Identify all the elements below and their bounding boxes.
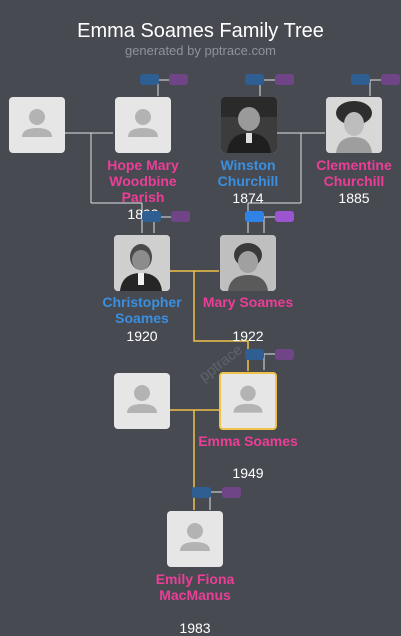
page-subtitle: generated by pptrace.com xyxy=(124,43,277,58)
person-year-winston: 1874 xyxy=(232,190,264,206)
person-card-mary[interactable] xyxy=(220,235,276,291)
expand-partner-toggle[interactable] xyxy=(275,211,294,222)
expand-parents-toggle[interactable] xyxy=(351,74,370,85)
person-silhouette-icon xyxy=(128,109,158,137)
page-title: Emma Soames Family Tree xyxy=(77,20,324,42)
person-name-mary: Mary Soames xyxy=(202,294,294,310)
person-name-christopher: Christopher Soames xyxy=(102,294,182,326)
person-year-emma: 1949 xyxy=(232,465,264,481)
expand-parents-toggle[interactable] xyxy=(245,211,264,222)
expand-partner-toggle[interactable] xyxy=(275,349,294,360)
expand-parents-toggle[interactable] xyxy=(140,74,159,85)
person-silhouette-icon xyxy=(22,109,52,137)
person-name-emily: Emily Fiona MacManus xyxy=(155,571,235,603)
person-card-christopher[interactable] xyxy=(114,235,170,291)
person-name-winston: Winston Churchill xyxy=(217,157,279,189)
person-silhouette-icon xyxy=(127,385,157,413)
person-year-mary: 1922 xyxy=(232,328,264,344)
person-name-clementine: Clementine Churchill xyxy=(316,157,392,189)
person-card-unknown-grandparent[interactable] xyxy=(9,97,65,153)
person-year-clementine: 1885 xyxy=(338,190,370,206)
person-silhouette-icon xyxy=(180,523,210,551)
person-name-emma: Emma Soames xyxy=(198,433,298,449)
person-year-christopher: 1920 xyxy=(126,328,158,344)
expand-partner-toggle[interactable] xyxy=(171,211,190,222)
portrait-photo-icon xyxy=(114,235,170,291)
expand-parents-toggle[interactable] xyxy=(192,487,211,498)
expand-partner-toggle[interactable] xyxy=(275,74,294,85)
expand-partner-toggle[interactable] xyxy=(222,487,241,498)
expand-parents-toggle[interactable] xyxy=(142,211,161,222)
person-year-emily: 1983 xyxy=(179,620,211,636)
person-card-hope[interactable] xyxy=(115,97,171,153)
person-name-hope: Hope Mary Woodbine Parish xyxy=(107,157,179,205)
person-card-unknown-partner[interactable] xyxy=(114,373,170,429)
person-card-emily[interactable] xyxy=(167,511,223,567)
person-card-winston[interactable] xyxy=(221,97,277,153)
portrait-photo-icon xyxy=(220,235,276,291)
person-silhouette-icon xyxy=(233,385,263,413)
expand-partner-toggle[interactable] xyxy=(381,74,400,85)
expand-parents-toggle[interactable] xyxy=(245,349,264,360)
person-card-clementine[interactable] xyxy=(326,97,382,153)
person-card-emma[interactable] xyxy=(219,372,277,430)
expand-parents-toggle[interactable] xyxy=(245,74,264,85)
expand-partner-toggle[interactable] xyxy=(169,74,188,85)
portrait-photo-icon xyxy=(326,97,382,153)
portrait-photo-icon xyxy=(221,97,277,153)
